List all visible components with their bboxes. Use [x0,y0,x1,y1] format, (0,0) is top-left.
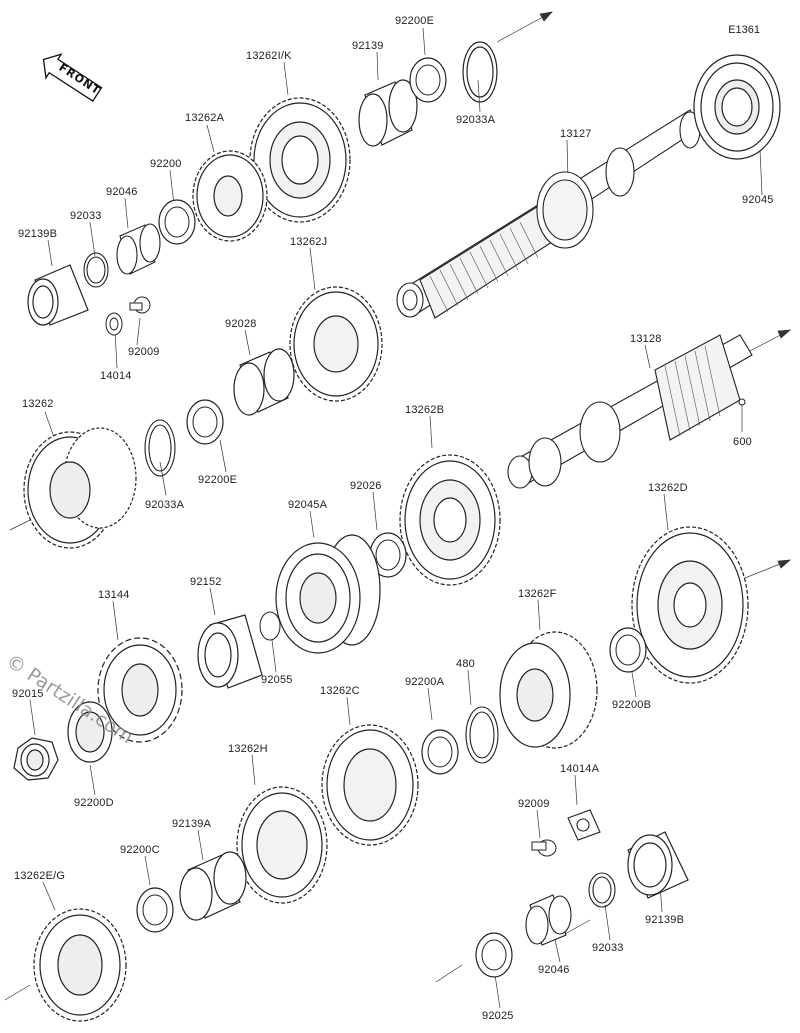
snapring-92033A-top [462,41,498,103]
bolt-92009-top [129,296,151,314]
label-92033-top: 92033 [70,210,102,222]
label-92045A: 92045A [288,499,328,511]
washer-92200E-top [409,57,447,103]
gear-13262A [192,150,268,242]
shaft-13128 [507,334,753,489]
label-92152: 92152 [190,576,222,588]
snapring-92033-top [83,252,109,288]
label-92046-top: 92046 [106,186,138,198]
bushing-92028 [233,348,295,416]
label-92028: 92028 [225,318,257,330]
label-92055: 92055 [261,674,293,686]
plate-14014A [567,809,601,841]
washer-92025 [475,932,513,978]
ball-600 [738,398,746,406]
label-13262B: 13262B [405,404,445,416]
needle-92046-bottom [525,894,572,946]
label-480: 480 [456,658,475,670]
label-13262H: 13262H [228,743,268,755]
gear-13262F [499,631,598,749]
label-600: 600 [733,436,752,448]
washer-92200C [136,887,174,933]
label-92015: 92015 [12,688,44,700]
snapring-480 [465,706,499,764]
plate-14014 [105,312,123,336]
label-92139-top: 92139 [352,40,384,52]
label-13144: 13144 [98,589,130,601]
oring-92055 [259,611,281,641]
snapring-92033-bottom [588,872,616,908]
label-13127: 13127 [560,128,592,140]
label-92026: 92026 [350,480,382,492]
washer-92200E-mid [186,399,224,445]
label-13262F: 13262F [518,588,557,600]
label-92033-bottom: 92033 [592,942,624,954]
gear-13262B [399,454,501,586]
label-92200B: 92200B [612,699,652,711]
bushing-92139A [179,851,247,921]
needle-92046-top [116,223,161,275]
bearing-92045A [275,530,381,654]
label-92033A-mid: 92033A [145,499,185,511]
gear-13262D [631,526,749,684]
label-92139A: 92139A [172,818,212,830]
gear-13262IK [249,97,351,223]
snapring-92033A-mid [144,419,176,477]
label-92046-bottom: 92046 [538,964,570,976]
washer-92200D [67,701,113,763]
gear-13262J [289,286,383,402]
bearing-92045 [693,54,781,160]
label-13262IK: 13262I/K [246,50,292,62]
gear-13262H [236,786,328,904]
washer-92200B [609,627,647,673]
gear-13262 [23,427,137,549]
bolt-92009-bottom [531,839,557,857]
gear-13262C [321,724,419,846]
label-92200D: 92200D [74,797,114,809]
diagram-id: E1361 [728,24,760,36]
bushing-92139B-bottom [627,831,689,899]
label-92200A: 92200A [405,676,445,688]
label-14014A: 14014A [560,763,600,775]
label-92200E-top: 92200E [395,15,435,27]
label-92009-bottom: 92009 [518,798,550,810]
sprocket-13144 [97,637,183,743]
label-92033A-top: 92033A [456,114,496,126]
label-92139B-top: 92139B [18,228,58,240]
label-92045: 92045 [742,194,774,206]
gear-13262EG [33,908,127,1022]
label-92139B-bottom: 92139B [645,914,685,926]
label-92200E-mid: 92200E [198,474,238,486]
washer-92200A [421,729,459,775]
label-14014: 14014 [100,370,132,382]
label-13262: 13262 [22,398,54,410]
shaft-13127 [396,109,701,319]
label-92025: 92025 [482,1010,514,1022]
label-13262A: 13262A [185,112,225,124]
label-92200: 92200 [150,158,182,170]
label-13262C: 13262C [320,685,360,697]
label-13262EG: 13262E/G [14,870,66,882]
washer-92200 [158,199,196,245]
label-92200C: 92200C [120,844,160,856]
label-13262J: 13262J [290,236,328,248]
front-arrow-icon [42,53,103,102]
nut-92015 [13,737,59,781]
label-13262D: 13262D [648,482,688,494]
collar-92152 [197,614,263,689]
label-92009-top: 92009 [128,346,160,358]
label-13128: 13128 [630,333,662,345]
bushing-92139B-top [27,264,89,326]
needle-bearing-92139 [358,79,418,147]
